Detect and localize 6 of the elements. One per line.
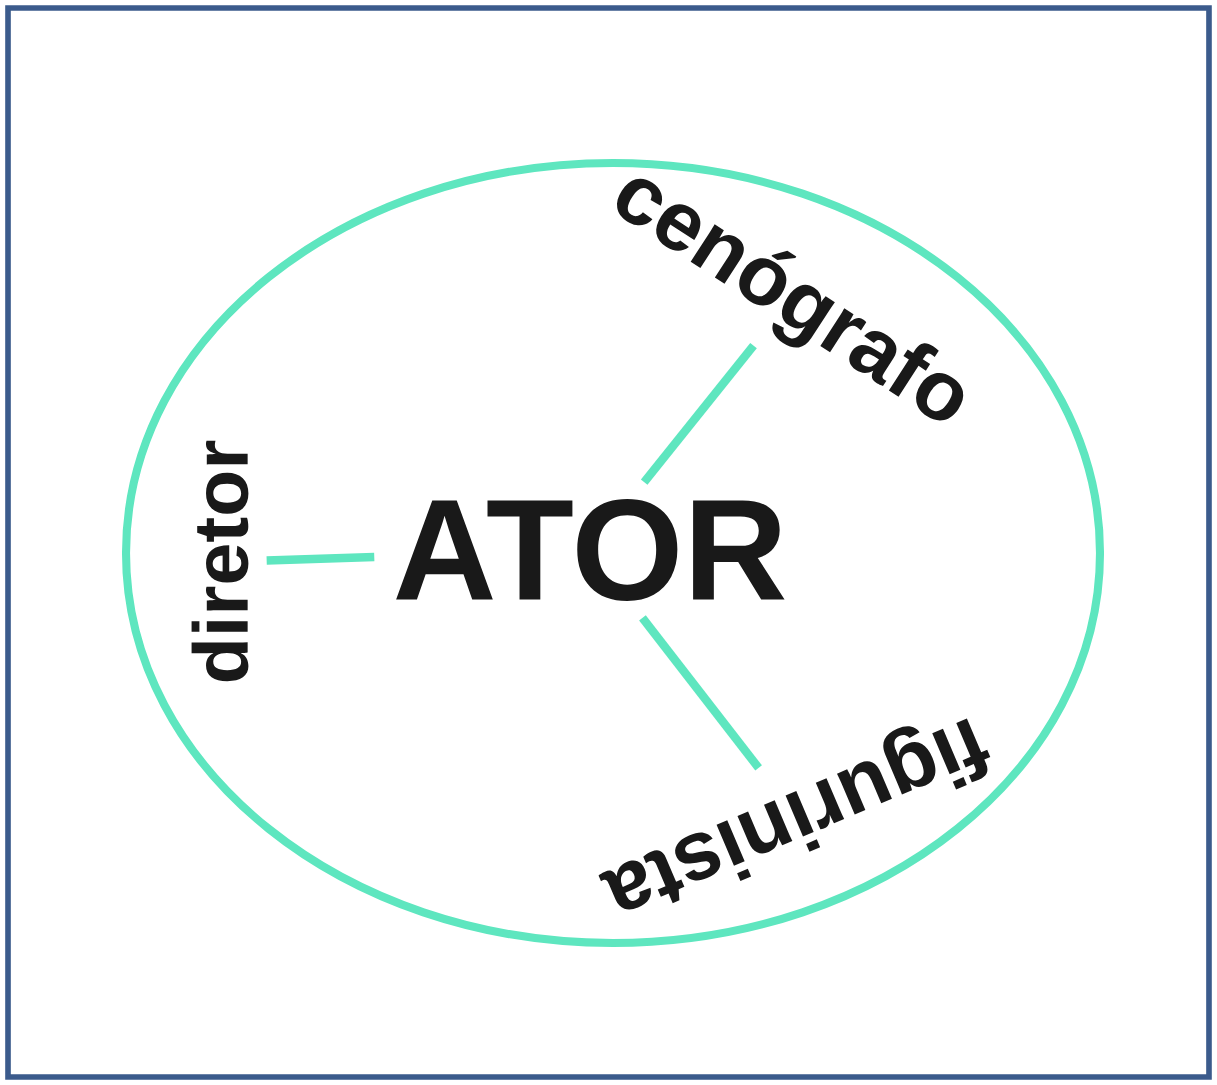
role-label: diretor [191, 440, 249, 682]
connector-line [640, 342, 757, 485]
center-word: ATOR [396, 499, 785, 601]
ellipse [121, 158, 1105, 948]
connector-line [266, 552, 375, 565]
connector-line [639, 615, 762, 771]
